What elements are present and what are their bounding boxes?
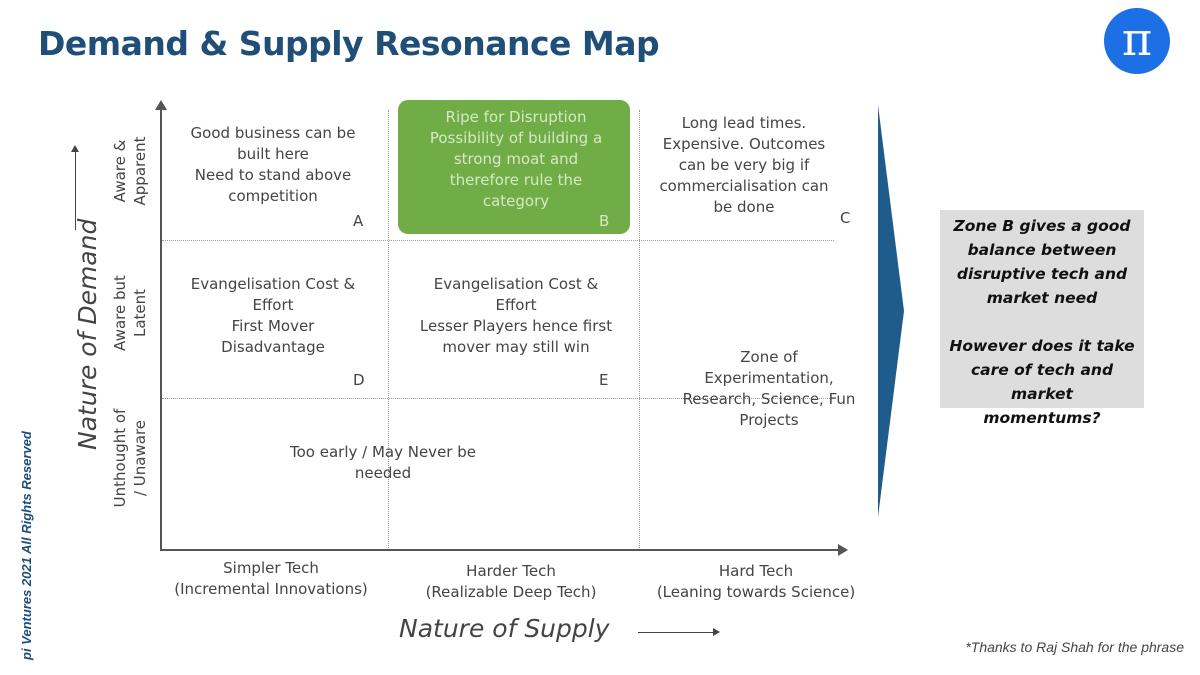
x-level-simpler-tech: Simpler Tech(Incremental Innovations) <box>174 559 368 598</box>
pi-logo-icon: π <box>1104 8 1170 74</box>
zone-b-callout: Zone B gives a good balance between disr… <box>940 210 1144 427</box>
x-axis-title-arrow <box>638 632 714 633</box>
y-axis-title-arrowhead <box>71 145 79 152</box>
zone-d-label: D <box>353 371 365 389</box>
zone-a-label: A <box>353 212 364 230</box>
grid-line-right <box>639 110 640 548</box>
x-axis-title: Nature of Supply <box>399 614 610 643</box>
x-axis-arrowhead <box>838 544 848 556</box>
grid-line-middle <box>162 398 834 399</box>
x-level-hard-tech: Hard Tech(Leaning towards Science) <box>656 562 856 601</box>
grid-line-top <box>162 240 834 241</box>
zone-b-label: B <box>599 212 610 230</box>
y-axis-arrowhead <box>155 100 167 110</box>
x-level-harder-tech: Harder Tech(Realizable Deep Tech) <box>425 562 597 601</box>
grid-line-left <box>388 110 389 548</box>
zone-c-label: C <box>840 209 851 227</box>
chevron-arrow-icon <box>878 105 904 517</box>
y-axis-title: Nature of Demand <box>73 218 102 450</box>
copyright-credit: pi Ventures 2021 All Rights Reserved <box>19 431 34 660</box>
zone-e-label: E <box>599 371 609 389</box>
x-axis-title-arrowhead <box>713 628 720 636</box>
footnote: *Thanks to Raj Shah for the phrase <box>965 639 1184 655</box>
y-axis-line <box>160 108 162 550</box>
page-title: Demand & Supply Resonance Map <box>38 24 660 63</box>
y-axis-title-arrow <box>75 150 76 230</box>
y-level-aware-apparent: Aware &Apparent <box>111 136 149 206</box>
zone-b-highlight <box>398 100 630 234</box>
x-axis-line <box>160 549 840 551</box>
y-level-unaware: Unthought of/ Unaware <box>111 408 149 508</box>
